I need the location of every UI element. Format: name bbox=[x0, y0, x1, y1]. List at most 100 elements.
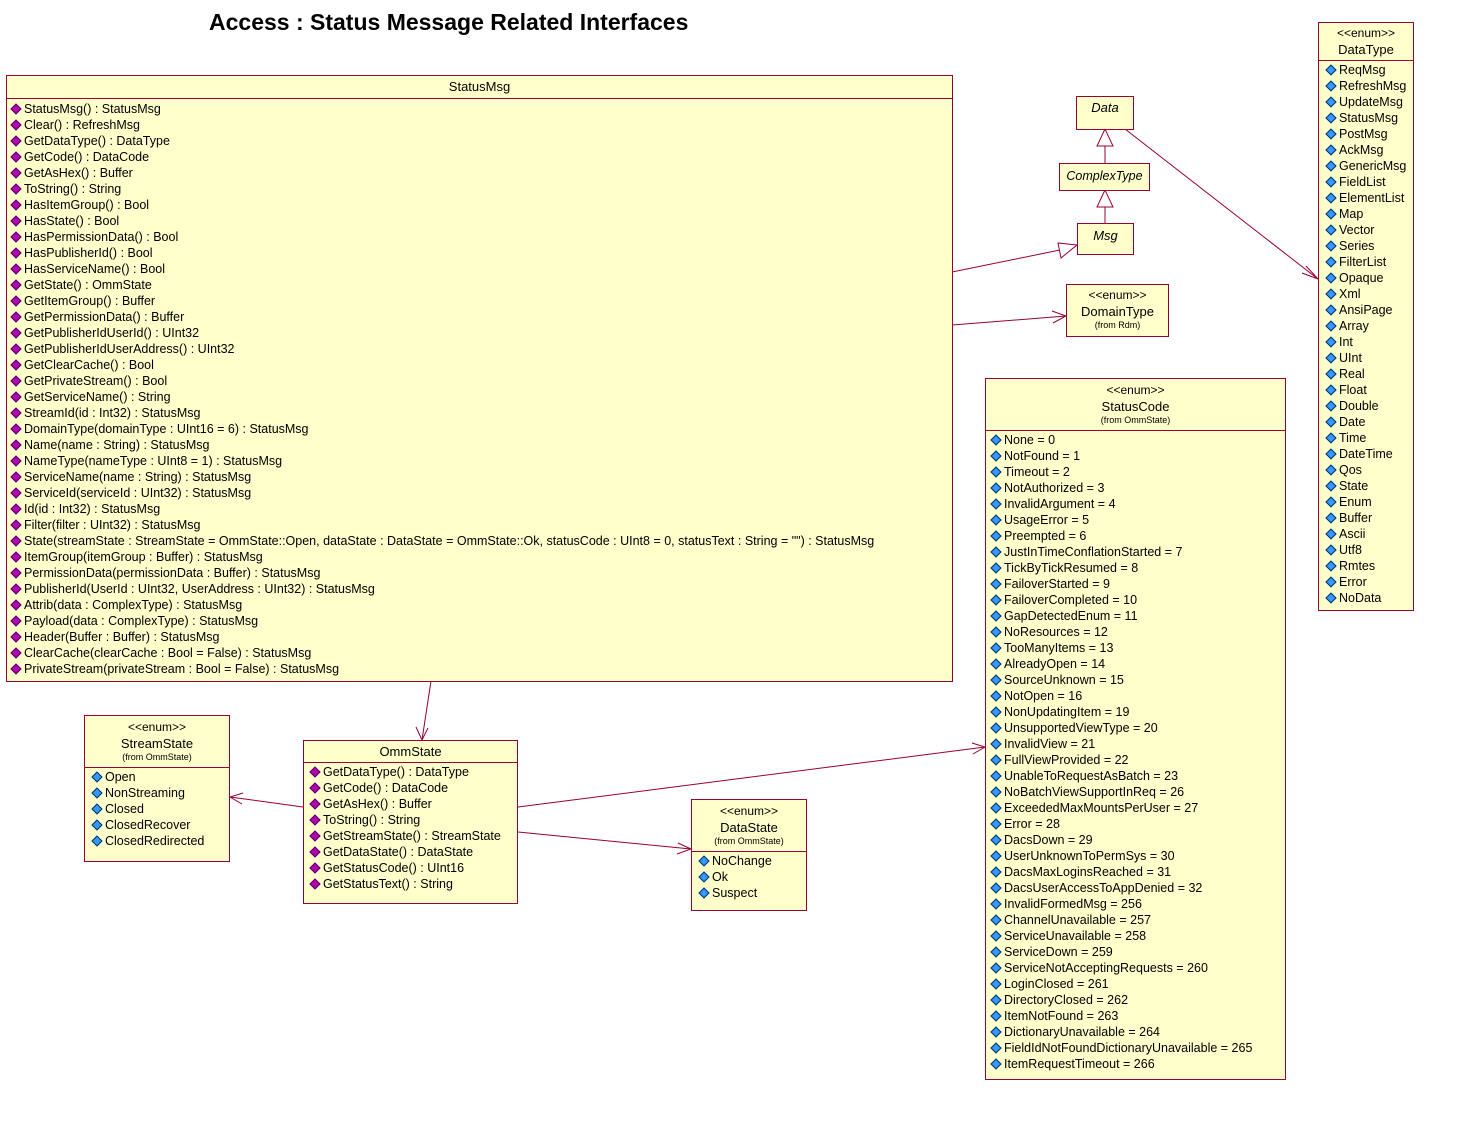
literal-text: Float bbox=[1339, 383, 1367, 397]
literal-text: Time bbox=[1339, 431, 1367, 445]
operation-icon bbox=[10, 471, 22, 483]
attribute-icon bbox=[990, 818, 1002, 830]
operation-icon bbox=[10, 647, 22, 659]
data-class[interactable]: Data bbox=[1076, 96, 1134, 130]
operation-row: GetAsHex() : Buffer bbox=[10, 165, 952, 181]
operation-icon bbox=[10, 263, 22, 275]
attribute-icon bbox=[990, 642, 1002, 654]
class-name: StatusMsg bbox=[7, 76, 952, 99]
literal-text: NotOpen = 16 bbox=[1004, 689, 1083, 703]
literal-text: ClosedRecover bbox=[105, 818, 191, 832]
literal-text: LoginClosed = 261 bbox=[1004, 977, 1109, 991]
attribute-icon bbox=[1325, 528, 1337, 540]
enum-literal: Error = 28 bbox=[990, 816, 1285, 832]
literal-text: Qos bbox=[1339, 463, 1362, 477]
literal-text: DacsUserAccessToAppDenied = 32 bbox=[1004, 881, 1203, 895]
attribute-icon bbox=[1325, 400, 1337, 412]
attribute-icon bbox=[1325, 80, 1337, 92]
operation-text: ToString() : String bbox=[323, 813, 421, 827]
operation-text: GetClearCache() : Bool bbox=[24, 358, 154, 372]
literal-text: GenericMsg bbox=[1339, 159, 1407, 173]
enum-literal: Int bbox=[1325, 334, 1413, 350]
attribute-icon bbox=[91, 819, 103, 831]
enum-literal: DictionaryUnavailable = 264 bbox=[990, 1024, 1285, 1040]
literal-text: ItemNotFound = 263 bbox=[1004, 1009, 1119, 1023]
attribute-icon bbox=[990, 1042, 1002, 1054]
literal-text: UnsupportedViewType = 20 bbox=[1004, 721, 1158, 735]
arrowhead bbox=[228, 792, 244, 805]
operation-icon bbox=[10, 199, 22, 211]
operation-text: GetPublisherIdUserAddress() : UInt32 bbox=[24, 342, 235, 356]
operation-row: NameType(nameType : UInt8 = 1) : StatusM… bbox=[10, 453, 952, 469]
literal-text: FieldIdNotFoundDictionaryUnavailable = 2… bbox=[1004, 1041, 1253, 1055]
stereotype: <<enum>> bbox=[1106, 383, 1165, 397]
enum-literal: UpdateMsg bbox=[1325, 94, 1413, 110]
operation-row: ServiceName(name : String) : StatusMsg bbox=[10, 469, 952, 485]
operation-icon bbox=[10, 551, 22, 563]
literal-text: InvalidArgument = 4 bbox=[1004, 497, 1116, 511]
operation-text: PermissionData(permissionData : Buffer) … bbox=[24, 566, 321, 580]
enum-literal: TooManyItems = 13 bbox=[990, 640, 1285, 656]
enum-literal: ServiceDown = 259 bbox=[990, 944, 1285, 960]
enum-literal: StatusMsg bbox=[1325, 110, 1413, 126]
operation-text: ServiceName(name : String) : StatusMsg bbox=[24, 470, 252, 484]
operation-text: Payload(data : ComplexType) : StatusMsg bbox=[24, 614, 259, 628]
operation-icon bbox=[10, 247, 22, 259]
complextype-class[interactable]: ComplexType bbox=[1059, 163, 1150, 191]
literal-text: NoChange bbox=[712, 854, 772, 868]
operation-icon bbox=[10, 535, 22, 547]
attribute-icon bbox=[990, 866, 1002, 878]
streamstate-enum[interactable]: <<enum>> StreamState (from OmmState) Ope… bbox=[84, 715, 230, 862]
attribute-icon bbox=[1325, 224, 1337, 236]
literal-text: TooManyItems = 13 bbox=[1004, 641, 1114, 655]
msg-class[interactable]: Msg bbox=[1077, 223, 1134, 255]
literal-text: Enum bbox=[1339, 495, 1372, 509]
operation-icon bbox=[10, 359, 22, 371]
operation-text: GetPublisherIdUserId() : UInt32 bbox=[24, 326, 200, 340]
literal-text: Timeout = 2 bbox=[1004, 465, 1070, 479]
enum-literal: ReqMsg bbox=[1325, 62, 1413, 78]
attribute-icon bbox=[990, 722, 1002, 734]
enum-literal: ItemRequestTimeout = 266 bbox=[990, 1056, 1285, 1072]
enum-literal: UnableToRequestAsBatch = 23 bbox=[990, 768, 1285, 784]
attribute-icon bbox=[990, 914, 1002, 926]
literal-text: DictionaryUnavailable = 264 bbox=[1004, 1025, 1160, 1039]
operation-row: HasPublisherId() : Bool bbox=[10, 245, 952, 261]
attribute-icon bbox=[698, 887, 710, 899]
literal-text: NoData bbox=[1339, 591, 1382, 605]
attribute-icon bbox=[1325, 256, 1337, 268]
literal-text: DacsMaxLoginsReached = 31 bbox=[1004, 865, 1172, 879]
operation-text: ClearCache(clearCache : Bool = False) : … bbox=[24, 646, 312, 660]
enum-literal: InvalidArgument = 4 bbox=[990, 496, 1285, 512]
enum-literal: NoResources = 12 bbox=[990, 624, 1285, 640]
enum-literal: Timeout = 2 bbox=[990, 464, 1285, 480]
from-package: (from Rdm) bbox=[1094, 320, 1141, 330]
operation-icon bbox=[10, 455, 22, 467]
literal-text: Buffer bbox=[1339, 511, 1373, 525]
association-statusmsg-ommstate bbox=[421, 680, 432, 741]
statuscode-enum[interactable]: <<enum>> StatusCode (from OmmState) None… bbox=[985, 378, 1286, 1080]
enum-literal: Xml bbox=[1325, 286, 1413, 302]
literal-text: Date bbox=[1339, 415, 1366, 429]
literal-text: NoBatchViewSupportInReq = 26 bbox=[1004, 785, 1185, 799]
attribute-icon bbox=[1325, 112, 1337, 124]
operation-icon bbox=[10, 391, 22, 403]
attribute-icon bbox=[1325, 416, 1337, 428]
operation-row: GetDataState() : DataState bbox=[309, 844, 517, 860]
enum-literal: DacsDown = 29 bbox=[990, 832, 1285, 848]
operation-icon bbox=[309, 878, 321, 890]
attribute-icon bbox=[990, 498, 1002, 510]
enum-literal: DacsUserAccessToAppDenied = 32 bbox=[990, 880, 1285, 896]
enum-literal: Opaque bbox=[1325, 270, 1413, 286]
domaintype-enum[interactable]: <<enum>> DomainType (from Rdm) bbox=[1066, 284, 1169, 337]
association-ommstate-streamstate bbox=[229, 796, 304, 808]
operation-row: GetCode() : DataCode bbox=[10, 149, 952, 165]
operation-row: DomainType(domainType : UInt16 = 6) : St… bbox=[10, 421, 952, 437]
datastate-enum[interactable]: <<enum>> DataState (from OmmState) NoCha… bbox=[691, 799, 807, 911]
literal-text: GapDetectedEnum = 11 bbox=[1004, 609, 1138, 623]
attribute-icon bbox=[990, 482, 1002, 494]
